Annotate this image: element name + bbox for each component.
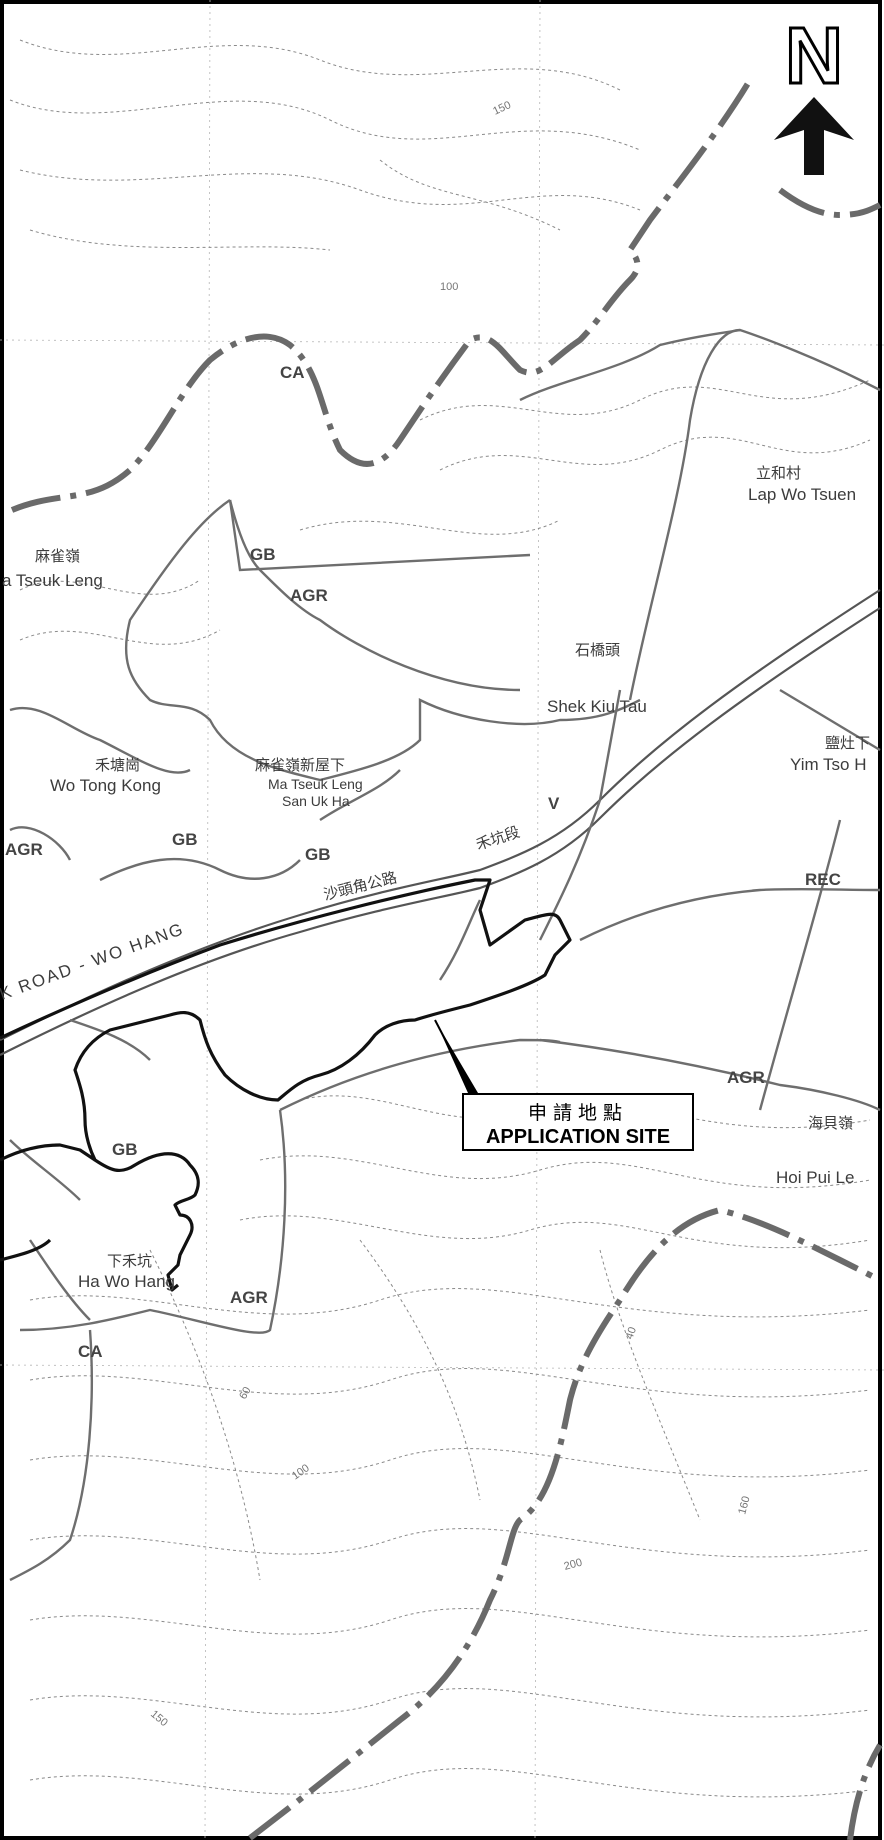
application-site-label-cn: 申請地點	[527, 1102, 628, 1124]
contour-value: 60	[237, 1385, 254, 1402]
place-en2-ma-tseuk-leng-san-uk-ha: San Uk Ha	[282, 793, 350, 809]
zone-label-rec: REC	[805, 870, 841, 889]
zone-label-agr-low: AGR	[230, 1288, 268, 1307]
zone-label-agr-right: AGR	[727, 1068, 765, 1087]
place-en-ma-tseuk-leng-san-uk-ha: Ma Tseuk Leng	[268, 776, 363, 792]
zone-label-agr-left: AGR	[5, 840, 43, 859]
north-letter: N	[785, 11, 843, 100]
place-en-wo-tong-kong: Wo Tong Kong	[50, 776, 161, 795]
trail-lower-right	[847, 1743, 883, 1840]
site-label-pointer	[435, 1020, 478, 1093]
place-cn-yim-tso-ha: 鹽灶下	[825, 734, 870, 752]
application-site-label: 申請地點 APPLICATION SITE	[462, 1093, 694, 1151]
place-cn-wo-tong-kong: 禾塘崗	[95, 756, 140, 774]
place-en-shek-kiu-tau: Shek Kiu Tau	[547, 697, 647, 716]
place-cn-ma-tseuk-leng: 麻雀嶺	[35, 547, 80, 565]
zone-label-gb-mid: GB	[172, 830, 198, 849]
place-cn-shek-kiu-tau: 石橋頭	[575, 641, 620, 659]
zone-label-gb-top: GB	[250, 545, 276, 564]
north-arrow: N	[752, 5, 877, 185]
place-cn-ha-wo-hang: 下禾坑	[107, 1252, 152, 1270]
place-cn-ma-tseuk-leng-san-uk-ha: 麻雀嶺新屋下	[255, 756, 345, 774]
zone-label-ca-top: CA	[280, 363, 305, 382]
north-arrow-head	[774, 97, 854, 175]
trail-upper	[10, 78, 753, 513]
north-arrow-icon: N	[774, 10, 854, 175]
site-label-leader	[434, 1019, 474, 1094]
zone-label-agr-top: AGR	[290, 586, 328, 605]
zone-label-ca-low: CA	[78, 1342, 103, 1361]
place-en-ha-wo-hang: Ha Wo Hang	[78, 1272, 175, 1291]
place-en-yim-tso-ha: Yim Tso H	[790, 755, 867, 774]
contour-value: 200	[563, 1557, 584, 1573]
place-en-lap-wo-tsuen: Lap Wo Tsuen	[748, 485, 856, 504]
trail-lower	[248, 1206, 882, 1840]
zone-label-gb-mid2: GB	[305, 845, 331, 864]
trails	[10, 78, 883, 1840]
contour-value: 100	[440, 281, 458, 293]
zoning-boundaries	[9, 328, 881, 1582]
application-site-label-en: APPLICATION SITE	[485, 1126, 671, 1148]
place-en-hoi-pui-leng: Hoi Pui Le	[776, 1168, 854, 1187]
place-en-ma-tseuk-leng: a Tseuk Leng	[2, 571, 103, 590]
contour-value: 40	[624, 1325, 639, 1341]
zone-label-v: V	[548, 794, 560, 813]
contour-lines	[9, 39, 871, 1798]
place-cn-hoi-pui-leng: 海貝嶺	[808, 1114, 853, 1132]
application-site-boundary	[0, 878, 572, 1292]
trail-upper-right	[778, 187, 882, 219]
sha-tau-kok-road	[0, 589, 881, 1056]
zone-label-gb-low: GB	[112, 1140, 138, 1159]
place-cn-lap-wo-tsuen: 立和村	[756, 464, 801, 482]
contour-value: 160	[736, 1495, 752, 1516]
